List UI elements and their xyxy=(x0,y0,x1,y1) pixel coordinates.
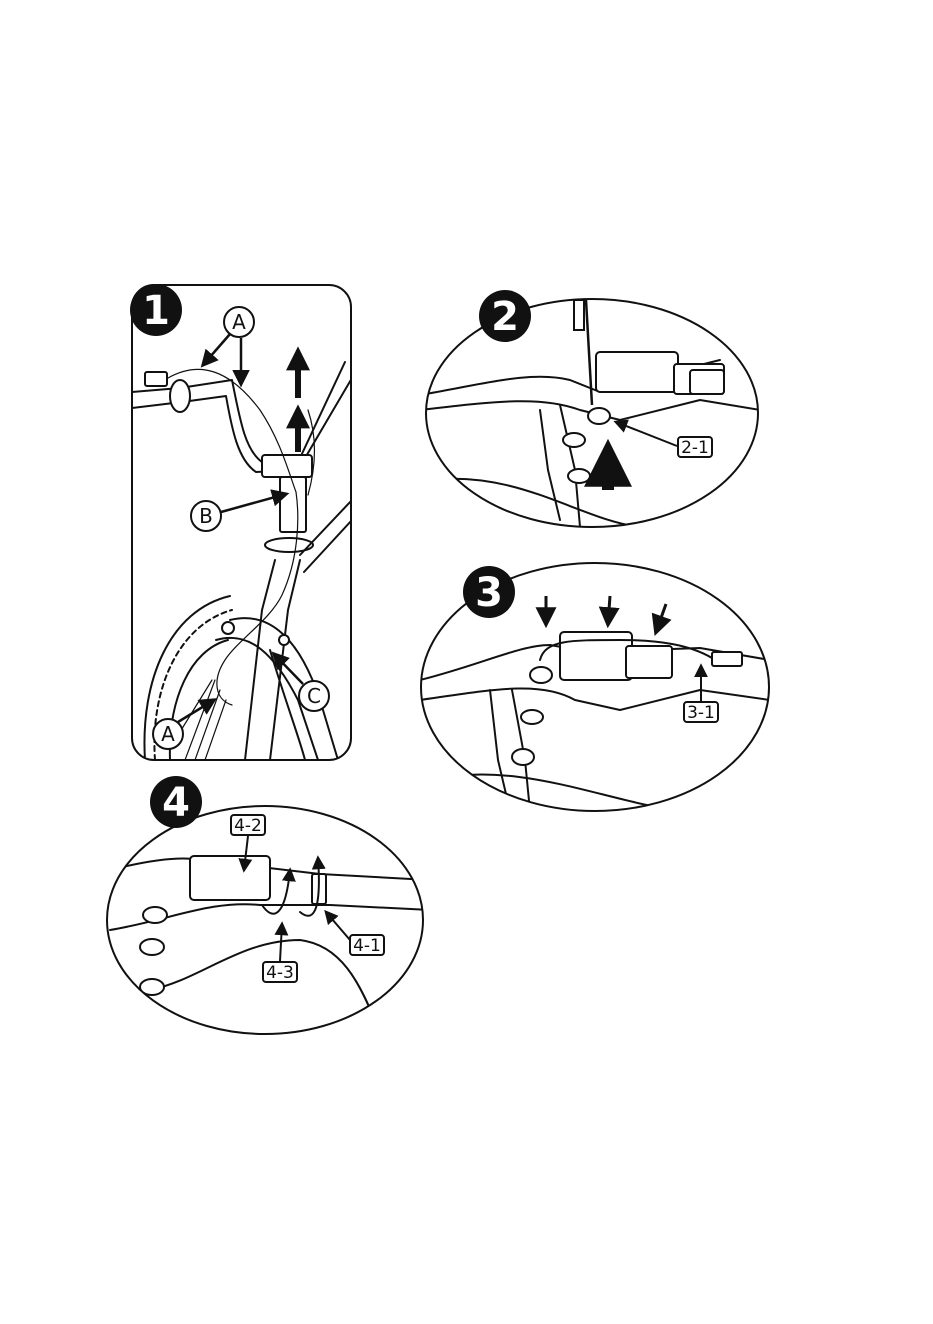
svg-text:2-1: 2-1 xyxy=(681,438,709,458)
svg-text:3-1: 3-1 xyxy=(687,703,715,723)
svg-text:4-3: 4-3 xyxy=(266,963,294,983)
svg-text:A: A xyxy=(232,310,246,334)
callout-3-1: 3-1 xyxy=(684,666,718,723)
svg-text:2: 2 xyxy=(491,294,519,340)
step-1-panel: 1 A B A C xyxy=(130,284,352,760)
callout-4-1: 4-1 xyxy=(326,912,384,956)
svg-text:4-2: 4-2 xyxy=(234,816,262,836)
callout-4-3: 4-3 xyxy=(263,924,297,983)
step-1-badge: 1 xyxy=(130,284,182,336)
svg-text:1: 1 xyxy=(142,288,170,334)
svg-text:B: B xyxy=(199,504,213,528)
callout-b: B xyxy=(191,494,286,531)
callout-c: C xyxy=(274,654,329,711)
step-3-panel: 3 3-1 xyxy=(420,563,770,811)
svg-text:C: C xyxy=(307,684,321,708)
svg-text:4: 4 xyxy=(162,780,190,826)
callout-2-1: 2-1 xyxy=(616,422,712,458)
svg-text:A: A xyxy=(161,722,175,746)
step-2-badge: 2 xyxy=(479,290,531,342)
step-4-panel: 4 4-2 4-1 4-3 xyxy=(107,776,430,1034)
step-2-panel: 2 2-1 xyxy=(420,290,760,527)
step-4-badge: 4 xyxy=(150,776,202,828)
svg-text:4-1: 4-1 xyxy=(353,936,381,956)
callout-a-top: A xyxy=(203,307,254,384)
step-3-badge: 3 xyxy=(463,566,515,618)
svg-text:3: 3 xyxy=(475,570,503,616)
